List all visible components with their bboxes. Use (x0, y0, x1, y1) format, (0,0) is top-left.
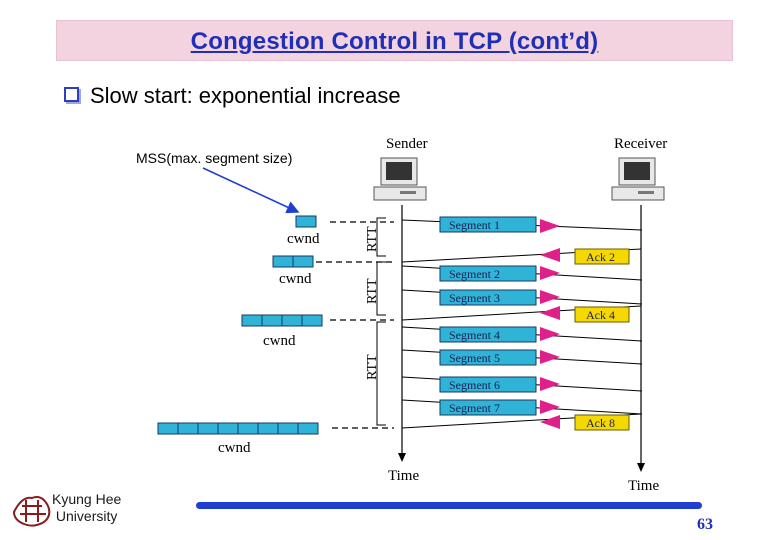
cwnd-label: cwnd (279, 271, 312, 287)
ack-arrow: Ack 8 (401, 413, 642, 431)
segment-arrow: Segment 5 (401, 349, 643, 366)
cwnd-label: cwnd (263, 333, 296, 349)
rtt-label: RTT (365, 354, 380, 380)
slide-title: Congestion Control in TCP (cont’d) (190, 28, 599, 55)
mss-label: MSS(max. segment size) (136, 150, 292, 166)
bullet-text: Slow start: exponential increase (90, 83, 401, 108)
segment-arrow: Segment 7 (401, 399, 643, 416)
university-name-line: Kyung Hee (52, 491, 122, 507)
segment-arrow: Segment 4 (401, 326, 643, 343)
segment-label: Segment 2 (449, 267, 500, 281)
segment-label: Segment 5 (449, 351, 500, 365)
segment-arrow: Segment 1 (401, 216, 643, 233)
cwnd-label: cwnd (218, 440, 251, 456)
cwnd-label: cwnd (287, 231, 320, 247)
mss-pointer-arrow (202, 167, 300, 214)
receiver-label: Receiver (614, 136, 667, 152)
university-name-line: University (55, 508, 118, 524)
rtt-label: RTT (365, 226, 380, 252)
cwnd-window-4 (241, 314, 323, 327)
cwnd-window-2 (272, 255, 314, 268)
segment-arrow: Segment 6 (401, 376, 643, 393)
ack-arrow: Ack 4 (401, 305, 642, 323)
receiver-computer-icon (611, 157, 665, 201)
cwnd-dashed-lines (316, 221, 394, 429)
cwnd-window-8 (157, 422, 319, 435)
university-logo-icon (12, 496, 51, 527)
ack-label: Ack 4 (586, 308, 615, 322)
sender-computer-icon (373, 157, 427, 201)
segment-label: Segment 6 (449, 378, 500, 392)
segment-label: Segment 4 (449, 328, 500, 342)
cwnd-window-1 (295, 215, 317, 228)
rtt-label: RTT (365, 278, 380, 304)
sender-time-label: Time (388, 468, 419, 484)
footer-divider (196, 502, 702, 509)
ack-label: Ack 8 (586, 416, 615, 430)
segment-arrow: Segment 3 (401, 289, 643, 306)
segment-label: Segment 7 (449, 401, 500, 415)
page-number: 63 (697, 516, 713, 533)
receiver-time-label: Time (628, 478, 659, 494)
title-bar: Congestion Control in TCP (cont’d) (56, 20, 733, 61)
segment-label: Segment 1 (449, 218, 500, 232)
university-name: Kyung Hee University (52, 491, 121, 525)
segment-arrow: Segment 2 (401, 265, 643, 282)
checkbox-bullet-icon (64, 87, 79, 102)
sender-label: Sender (386, 136, 428, 152)
ack-label: Ack 2 (586, 250, 615, 264)
ack-arrow: Ack 2 (401, 248, 642, 265)
segment-label: Segment 3 (449, 291, 500, 305)
